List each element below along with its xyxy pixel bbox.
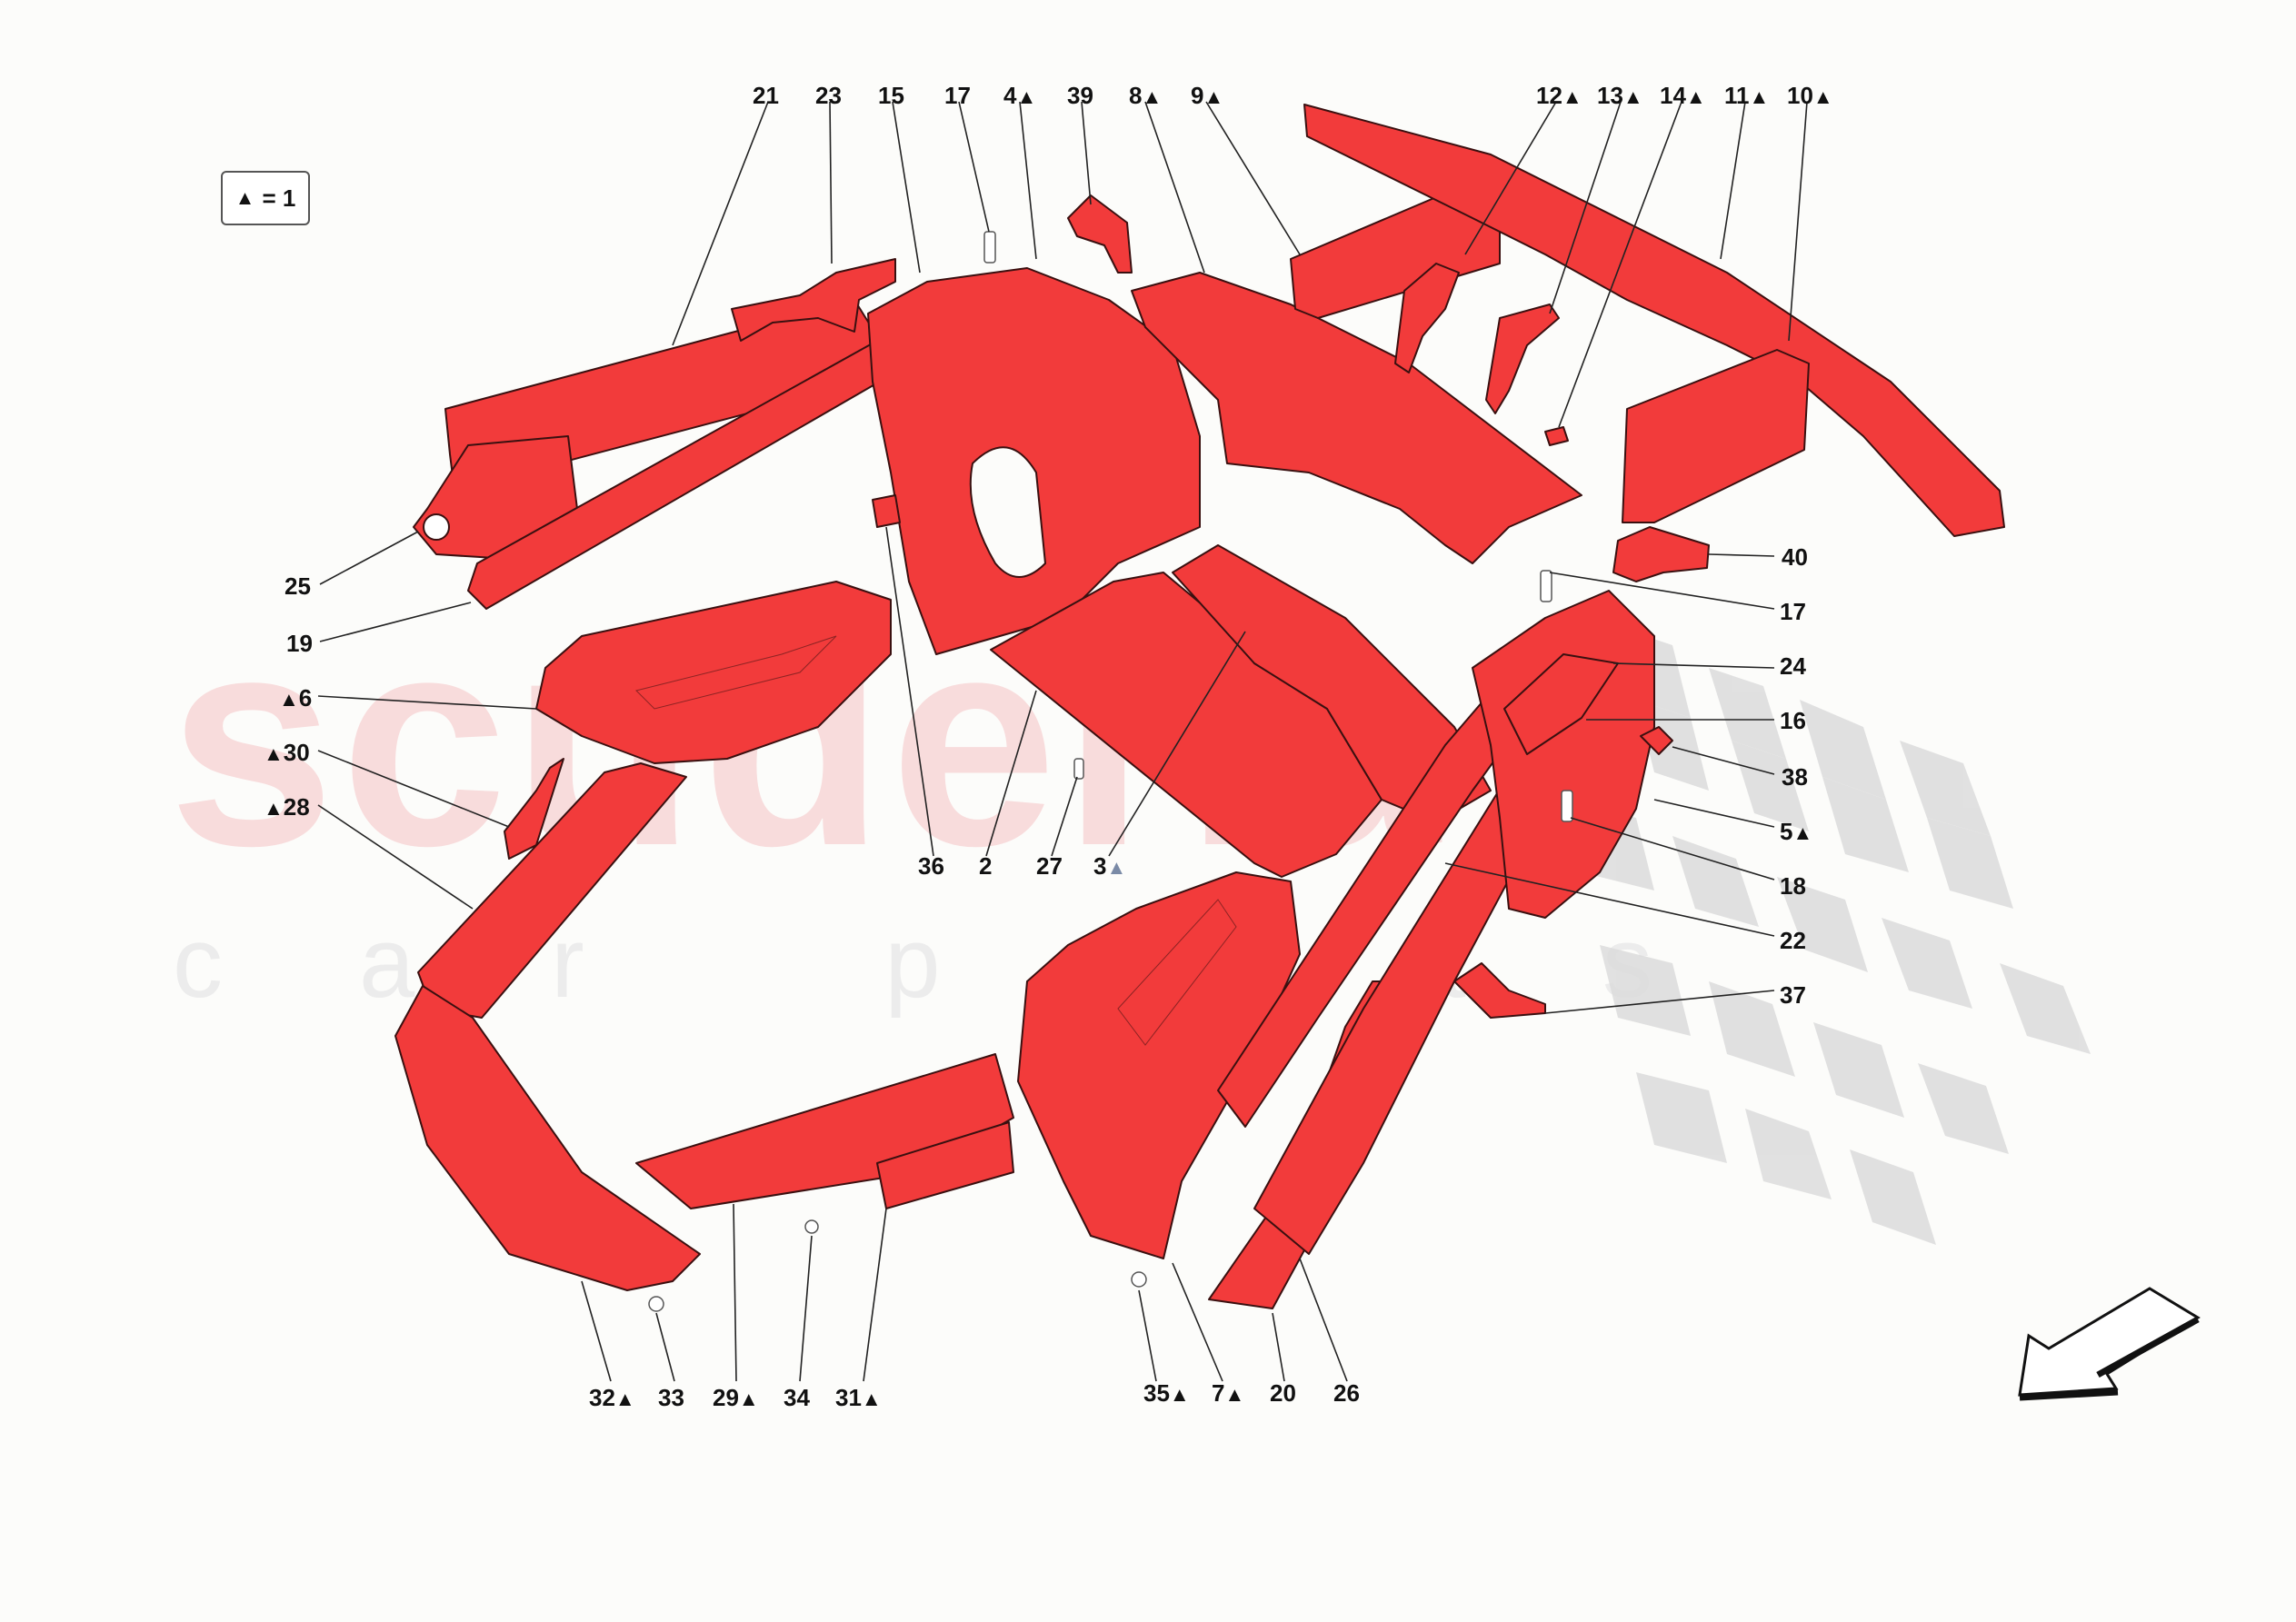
nut-33 — [648, 1296, 664, 1312]
label-15[interactable]: 15 — [878, 82, 904, 109]
triangle-icon: ▲ — [1812, 85, 1833, 108]
triangle-icon: ▲ — [1685, 85, 1706, 108]
label-4[interactable]: 4▲ — [1003, 82, 1037, 109]
label-28[interactable]: ▲28 — [264, 793, 310, 821]
triangle-icon: ▲ — [738, 1388, 759, 1410]
bolt-18 — [1561, 790, 1573, 822]
part-40-bracket — [1612, 526, 1710, 582]
triangle-icon: ▲ — [614, 1388, 635, 1410]
label-12[interactable]: 12▲ — [1536, 82, 1582, 109]
part-37-bracket — [1453, 962, 1546, 1019]
label-26[interactable]: 26 — [1333, 1379, 1360, 1407]
label-3[interactable]: 3▲ — [1093, 852, 1127, 880]
triangle-icon: ▲ — [861, 1388, 882, 1410]
label-6[interactable]: ▲6 — [279, 684, 313, 711]
label-10[interactable]: 10▲ — [1787, 82, 1833, 109]
part-24-brace — [1503, 653, 1619, 755]
label-36[interactable]: 36 — [918, 852, 944, 880]
triangle-icon: ▲ — [279, 688, 299, 711]
nut-34 — [804, 1219, 819, 1234]
part-10-side-box — [1622, 349, 1810, 523]
label-35[interactable]: 35▲ — [1143, 1379, 1190, 1407]
triangle-icon: ▲ — [1562, 85, 1582, 108]
part-36-clip — [872, 494, 901, 528]
label-30[interactable]: ▲30 — [264, 739, 310, 766]
label-7[interactable]: 7▲ — [1212, 1379, 1245, 1407]
part-30-strip — [504, 758, 564, 860]
label-23[interactable]: 23 — [815, 82, 842, 109]
triangle-icon: ▲ — [235, 186, 255, 209]
label-39[interactable]: 39 — [1067, 82, 1093, 109]
label-17[interactable]: 17 — [944, 82, 971, 109]
triangle-icon: ▲ — [1792, 821, 1813, 844]
part-11-rear-crossmember — [1303, 104, 2005, 537]
triangle-icon: ▲ — [1749, 85, 1770, 108]
part-13-bracket — [1485, 304, 1560, 414]
triangle-icon: ▲ — [1142, 85, 1163, 108]
bolt-27 — [1073, 758, 1084, 780]
label-22[interactable]: 22 — [1780, 927, 1806, 954]
label-13[interactable]: 13▲ — [1597, 82, 1643, 109]
front-direction-arrow — [2018, 1287, 2201, 1401]
label-14[interactable]: 14▲ — [1660, 82, 1706, 109]
label-19[interactable]: 19 — [286, 630, 313, 657]
label-24[interactable]: 24 — [1780, 652, 1806, 680]
triangle-icon: ▲ — [1169, 1383, 1190, 1406]
part-28-sill — [417, 762, 687, 1019]
part-39-bracket — [1067, 194, 1133, 274]
part-6-sill — [535, 581, 892, 764]
triangle-icon: ▲ — [1016, 85, 1037, 108]
label-9[interactable]: 9▲ — [1191, 82, 1224, 109]
bolt-17-right — [1540, 570, 1552, 602]
triangle-icon: ▲ — [1622, 85, 1643, 108]
label-34[interactable]: 34 — [784, 1384, 810, 1411]
label-20[interactable]: 20 — [1270, 1379, 1296, 1407]
part-23-bracket — [731, 258, 896, 342]
label-38[interactable]: 38 — [1782, 763, 1808, 791]
label-21[interactable]: 21 — [753, 82, 779, 109]
label-11[interactable]: 11▲ — [1724, 82, 1770, 109]
triangle-icon: ▲ — [1203, 85, 1224, 108]
label-5[interactable]: 5▲ — [1780, 818, 1813, 845]
part-31-plate — [876, 1121, 1014, 1209]
label-16[interactable]: 16 — [1780, 707, 1806, 734]
part-38-clip — [1640, 726, 1673, 755]
label-17-right[interactable]: 17 — [1780, 598, 1806, 625]
triangle-icon: ▲ — [264, 797, 284, 820]
part-12-bracket — [1394, 263, 1460, 373]
triangle-icon: ▲ — [1224, 1383, 1245, 1406]
bolt-17-top — [983, 231, 996, 264]
label-37[interactable]: 37 — [1780, 981, 1806, 1009]
triangle-icon: ▲ — [264, 742, 284, 765]
label-25[interactable]: 25 — [285, 572, 311, 600]
part-3-floor-panel — [1172, 544, 1492, 823]
label-40[interactable]: 40 — [1782, 543, 1808, 571]
label-8[interactable]: 8▲ — [1129, 82, 1163, 109]
label-33[interactable]: 33 — [658, 1384, 684, 1411]
label-2[interactable]: 2 — [979, 852, 993, 880]
label-27[interactable]: 27 — [1036, 852, 1063, 880]
triangle-icon: ▲ — [1106, 856, 1127, 879]
label-32[interactable]: 32▲ — [589, 1384, 635, 1411]
label-31[interactable]: 31▲ — [835, 1384, 882, 1411]
part-32-lower-post — [394, 985, 701, 1291]
legend-text: = 1 — [262, 184, 296, 212]
label-18[interactable]: 18 — [1780, 872, 1806, 900]
legend-box: ▲ = 1 — [221, 171, 310, 225]
nut-35 — [1131, 1271, 1147, 1288]
label-29[interactable]: 29▲ — [713, 1384, 759, 1411]
part-14-clip — [1544, 426, 1569, 446]
